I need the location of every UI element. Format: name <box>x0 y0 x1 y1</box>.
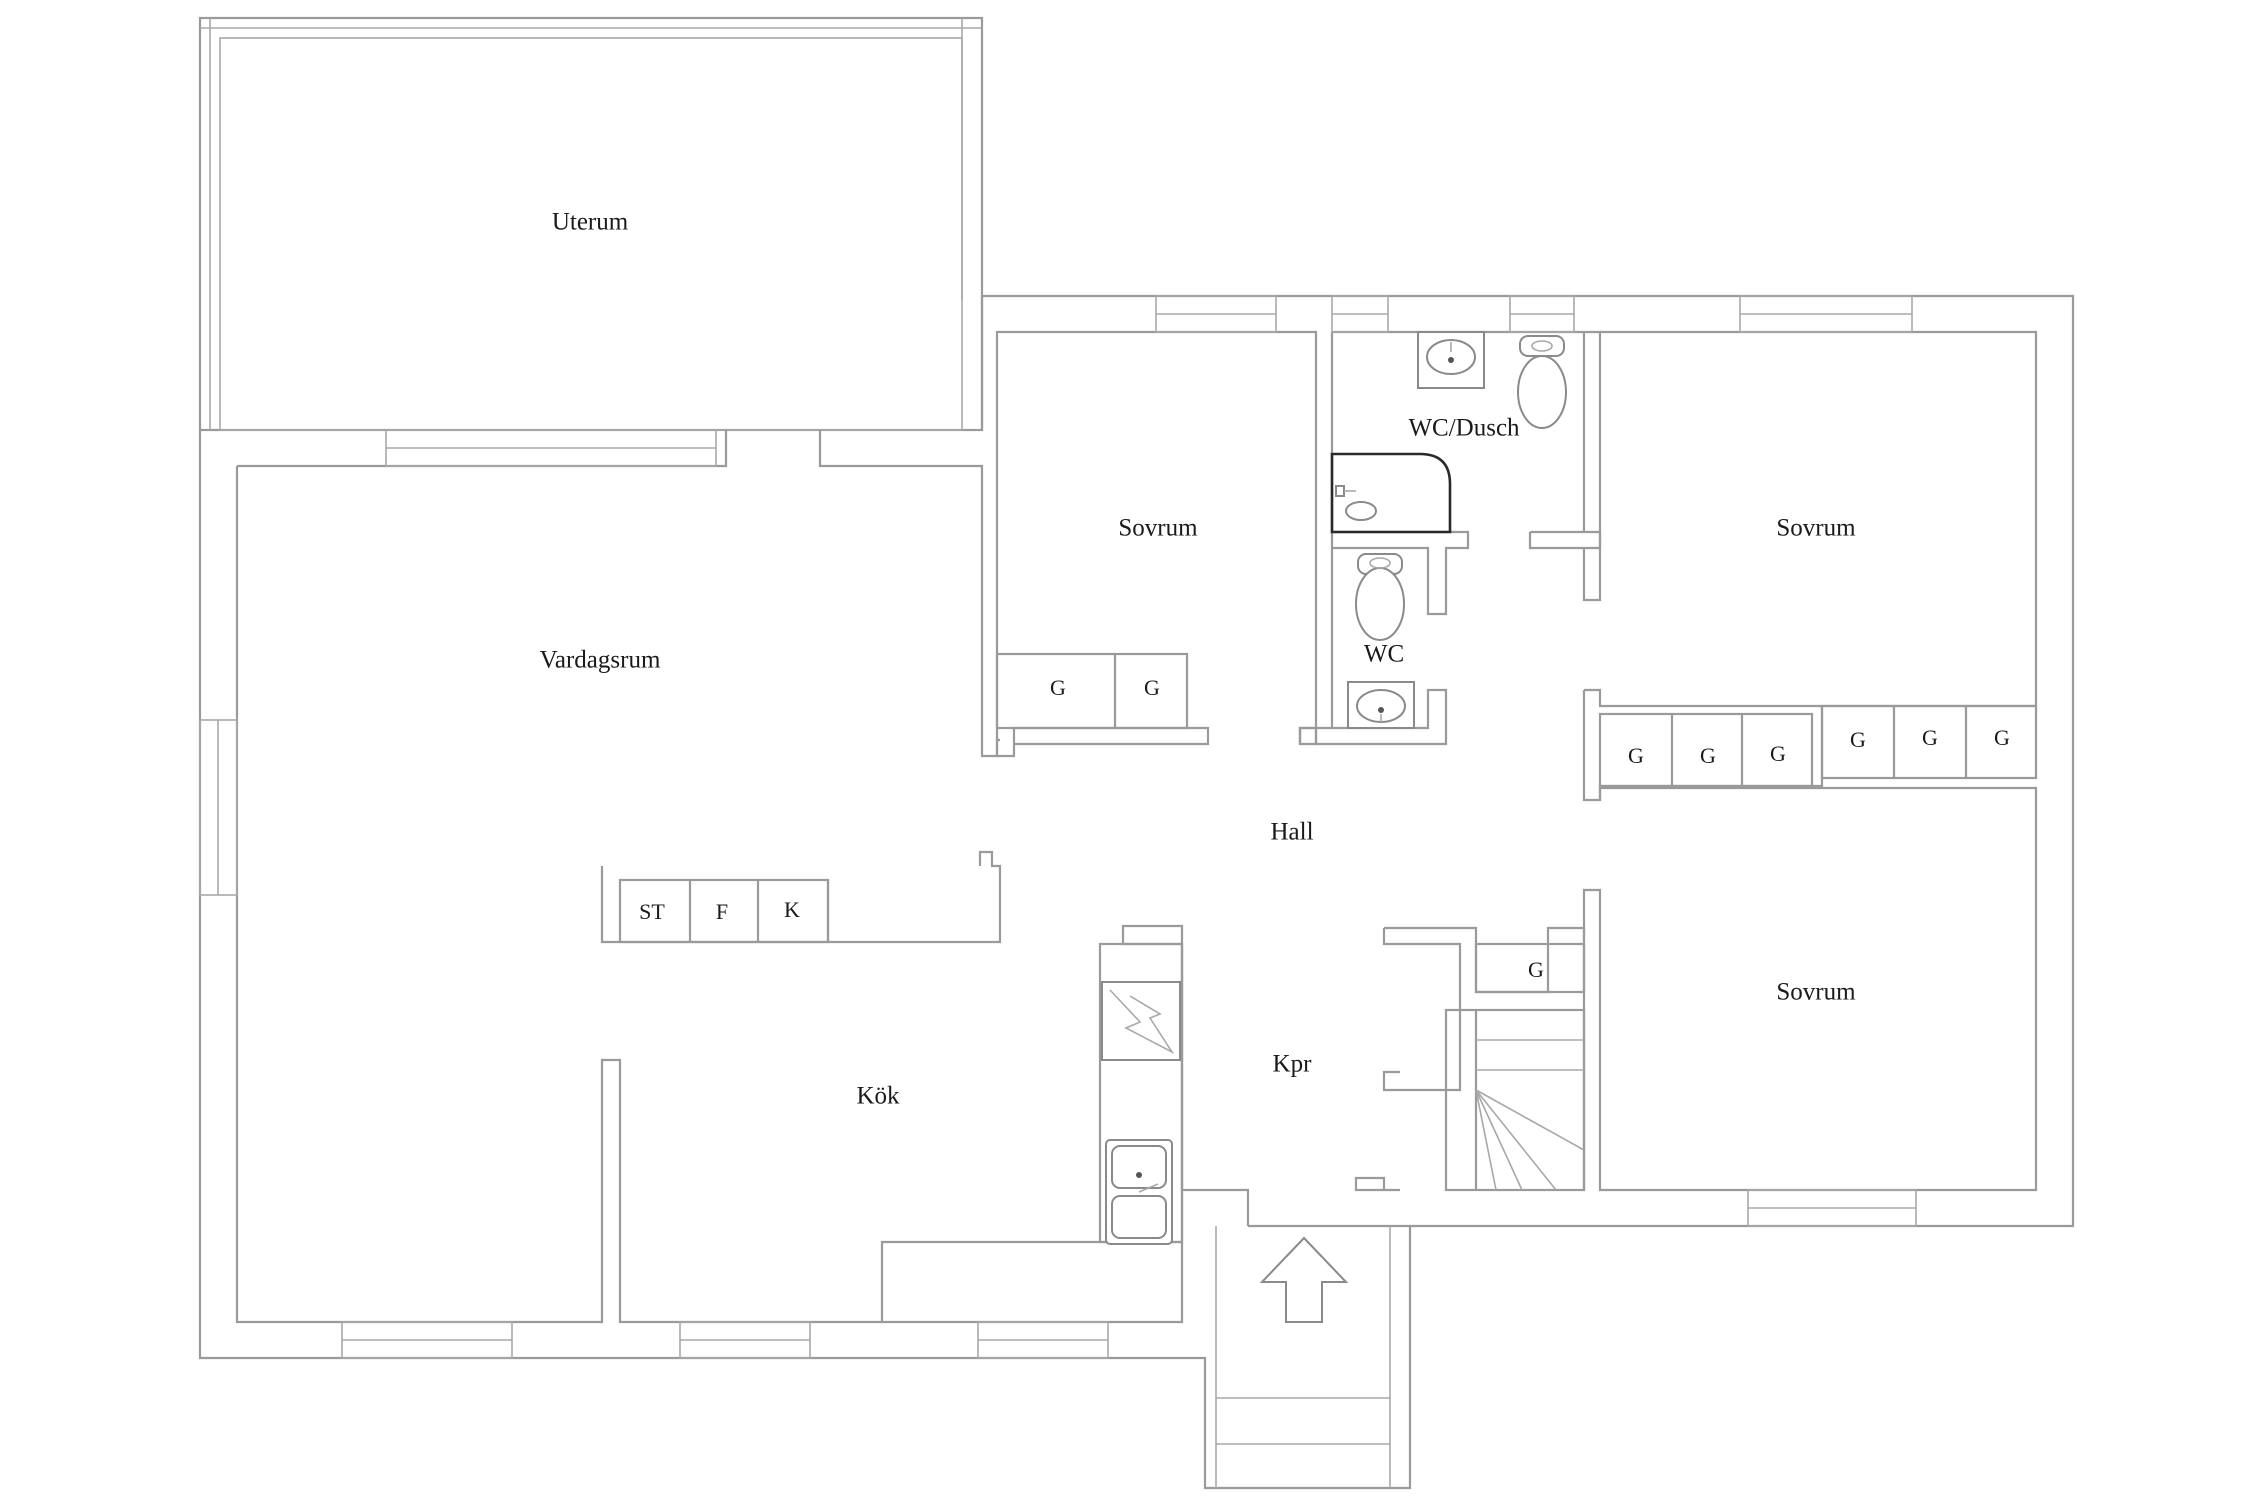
kitchen-counters <box>600 850 1184 1322</box>
kitchen-label-f: F <box>716 899 728 924</box>
sink-icon <box>1105 1139 1173 1245</box>
room-label-sovrum-2: Sovrum <box>1776 515 1856 542</box>
outer-walls <box>198 294 2075 1490</box>
closet-stair-walls <box>1382 926 1586 1190</box>
wardrobe-row-right <box>1582 688 2038 802</box>
closet-label-g: G <box>1050 675 1066 700</box>
closet-label-g: G <box>1994 725 2010 750</box>
room-label-sovrum-1: Sovrum <box>1118 515 1198 542</box>
room-label-uterum: Uterum <box>552 209 629 236</box>
closet-label-g: G <box>1628 743 1644 768</box>
entry-walls <box>1180 944 1410 1488</box>
room-label-wc: WC <box>1364 641 1404 668</box>
closet-label-g: G <box>1922 725 1938 750</box>
room-label-vardagsrum: Vardagsrum <box>540 647 661 674</box>
room-label-kpr: Kpr <box>1273 1051 1313 1078</box>
closet-label-g: G <box>1700 743 1716 768</box>
closet-label-g: G <box>1144 675 1160 700</box>
shower-icon <box>1330 452 1452 534</box>
bedroom-3-walls <box>1582 786 2038 1227</box>
toilet-upper-icon <box>1517 335 1567 429</box>
cooktop-icon <box>1101 981 1181 1061</box>
kitchen-label-k: K <box>784 897 800 922</box>
washbasin-upper-icon <box>1417 331 1485 389</box>
bedroom-2-walls <box>1582 295 2038 708</box>
closet-label-g: G <box>1528 957 1544 982</box>
room-label-kok: Kök <box>856 1083 900 1110</box>
kitchen-label-st: ST <box>639 899 665 924</box>
toilet-lower-icon <box>1355 553 1405 641</box>
room-label-wc-dusch: WC/Dusch <box>1408 415 1520 442</box>
closet-label-g: G <box>1850 727 1866 752</box>
room-label-hall: Hall <box>1270 819 1313 846</box>
stairs-icon <box>1444 1008 1586 1192</box>
closet-label-g: G <box>1770 741 1786 766</box>
room-label-sovrum-3: Sovrum <box>1776 979 1856 1006</box>
washbasin-lower-icon <box>1347 681 1415 729</box>
